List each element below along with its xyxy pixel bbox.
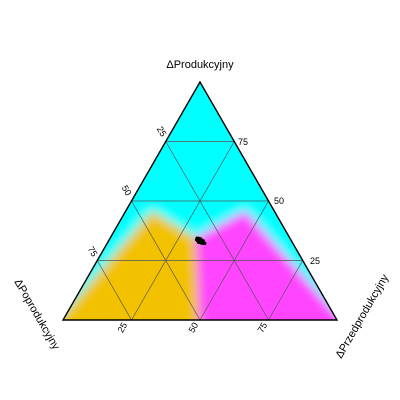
- axis-label-right: ΔPrzedprodukcyjny: [334, 272, 392, 361]
- axis-label-top: ΔProdukcyjny: [166, 59, 234, 71]
- tick-label-top-25: 25: [155, 125, 169, 139]
- grid-line-left-50: [131, 200, 201, 321]
- triangle-border: [61, 80, 339, 321]
- region-right-fill: [196, 211, 337, 320]
- data-point: [200, 240, 204, 245]
- grid-line-left-75: [96, 260, 132, 321]
- data-point: [198, 237, 202, 242]
- data-points: [194, 236, 207, 246]
- tick-label-left-25: 25: [116, 321, 130, 335]
- tick-label-left-75: 75: [256, 321, 270, 335]
- axis-label-left: ΔPoprodukcyjny: [12, 277, 62, 352]
- tick-label-top-75: 75: [86, 245, 100, 259]
- grid-line-left-25: [165, 141, 269, 321]
- grid-lines: [96, 141, 304, 321]
- tick-label-right-25: 25: [310, 256, 320, 266]
- grid-line-right-75: [268, 260, 304, 321]
- tick-label-left-50: 50: [187, 321, 201, 335]
- tick-label-right-75: 75: [238, 137, 248, 147]
- tick-label-right-50: 50: [274, 196, 284, 206]
- region-fills: [63, 82, 337, 320]
- grid-line-right-25: [131, 141, 235, 321]
- tick-labels: 25 50 75 25 50 75 75 50 25: [86, 125, 320, 335]
- tick-label-top-50: 50: [120, 184, 134, 198]
- grid-line-right-50: [199, 200, 269, 321]
- region-left-fill: [63, 211, 200, 320]
